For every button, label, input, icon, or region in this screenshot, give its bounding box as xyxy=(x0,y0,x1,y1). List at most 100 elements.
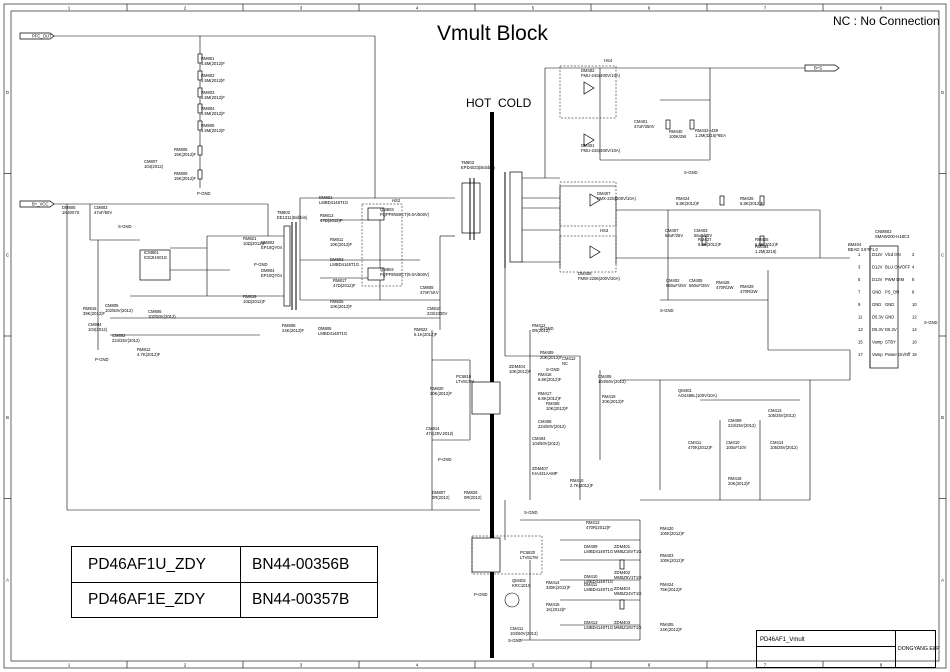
component-value: 20K(2012)F xyxy=(602,399,625,404)
component-value: 330K(2012)F xyxy=(546,585,571,590)
component-value: 47nF/1KV xyxy=(420,290,439,295)
connector-pin-function: PS_ON xyxy=(885,290,899,295)
component-ref: RM808 xyxy=(282,323,296,328)
component-value: 104(2012) xyxy=(144,164,164,169)
table-divider xyxy=(240,547,241,617)
component-value: 2.7K(2012)F xyxy=(570,483,594,488)
transistor-qm402 xyxy=(504,592,520,608)
title-block: PD46AF1_Vmult DONGYANG E&P xyxy=(756,630,940,668)
page-title: Vmult Block xyxy=(437,22,548,45)
component-ref: CM408 xyxy=(538,419,552,424)
company-name: DONGYANG E&P xyxy=(898,646,940,652)
component-value: 6.8K(2012)F xyxy=(676,201,700,206)
border-row-label: D xyxy=(941,90,944,95)
sheet-name: PD46AF1_Vmult xyxy=(760,637,805,643)
connector-pin-number: 16 xyxy=(912,340,917,345)
component-value: 10K(2012)F xyxy=(509,369,532,374)
connector-pin-label: D12V xyxy=(872,277,883,282)
connector-pin-function: Vlcd ON xyxy=(885,252,901,257)
component-ref: DM408 xyxy=(578,271,592,276)
connector-pin-function: PWM DIM xyxy=(885,277,905,282)
component-value: 104/50V(2012) xyxy=(510,631,538,636)
component-ref: RM802 xyxy=(201,73,215,78)
component-value: EP10QY04 xyxy=(261,245,283,250)
component-ref: CM803 xyxy=(94,205,108,210)
component-value: 20K(2012)F xyxy=(728,481,751,486)
title-block-divider xyxy=(895,631,896,667)
connector-pin-function: BLU ON/OFF xyxy=(885,265,911,270)
optocoupler-pc5820 xyxy=(471,537,501,573)
border-ticks xyxy=(4,4,946,668)
component-ref: CM405 xyxy=(689,278,703,283)
connector-pin-number: 1 xyxy=(858,252,861,257)
resistor-glyph xyxy=(701,235,707,246)
component-ref: RM415 xyxy=(546,602,560,607)
diode-dm407 xyxy=(589,193,601,207)
resistor-glyph xyxy=(759,235,765,246)
connector-pin-label: Vamp xyxy=(872,340,883,345)
ground-labels: P-GNDP-GNDP-GNDP-GNDP-GNDS-GNDS-GNDS-GND… xyxy=(95,170,938,643)
connector-pin-label: D12V xyxy=(872,265,883,270)
component-value: FMU-24S(400V/10A) xyxy=(581,148,621,153)
border-column-label: 3 xyxy=(300,6,303,11)
connector-pin-number: 12 xyxy=(912,315,917,320)
component-ref: CM413 xyxy=(768,408,782,413)
component-value: LMBD4148T1G xyxy=(319,200,348,205)
component-ref: RM427 xyxy=(698,237,712,242)
model-name: PD46AF1E_ZDY xyxy=(88,591,206,608)
border-column-label: 2 xyxy=(184,6,187,11)
ground-label: S-GND xyxy=(684,170,698,175)
component-ref: RM819 xyxy=(243,294,257,299)
component-value: EP10QY04 xyxy=(261,273,283,278)
component-ref: CM808 xyxy=(420,285,434,290)
component-ref: RM821 xyxy=(243,236,257,241)
component-ref: DM801 xyxy=(319,195,333,200)
ground-label: P-GND xyxy=(474,592,488,597)
component-ref: RM805 xyxy=(201,123,215,128)
component-value: 100K(2012)F xyxy=(660,531,685,536)
cold-side-label: COLD xyxy=(498,96,532,110)
component-value: LTV817M xyxy=(456,379,474,384)
model-row: PD46AF1E_ZDY BN44-00357B xyxy=(72,582,377,617)
component-value: 5.1K(2012)F xyxy=(414,332,438,337)
border-column-label: 7 xyxy=(764,6,767,11)
border-column-label: 1 xyxy=(68,663,71,668)
component-value: 224/25V(2012) xyxy=(112,338,140,343)
connector-pin-function: STBY xyxy=(885,340,896,345)
component-ref: RM432~439 xyxy=(695,128,719,133)
connector-pin-number: 13 xyxy=(858,327,863,332)
component-ref: CM802 xyxy=(112,333,126,338)
component-ref: PC5820 xyxy=(520,550,536,555)
component-value: 10K(2012)F xyxy=(330,304,353,309)
component-value: 104(2012) xyxy=(88,327,108,332)
component-ref: RM426 xyxy=(740,196,754,201)
component-ref: RM817 xyxy=(333,278,347,283)
component-value: 470K(2012)F xyxy=(688,445,713,450)
border-column-label: 3 xyxy=(300,663,303,668)
component-value: LMBD4148T1G xyxy=(584,625,613,630)
component-value: 0R(2012) xyxy=(464,495,482,500)
component-ref: DM804 xyxy=(261,268,275,273)
net-flag-b-s xyxy=(804,64,840,72)
diode-dm402 xyxy=(583,81,595,95)
component-ref: RM820 xyxy=(430,386,444,391)
component-value: SMAW200-H18C3 xyxy=(875,234,910,239)
component-value: 1.5M(2012)F xyxy=(201,128,225,133)
component-ref: ZDM402 xyxy=(614,570,631,575)
mosfet-qm803 xyxy=(367,207,385,221)
component-value: FMX-22S(200V/10A) xyxy=(597,196,636,201)
component-ref: CM810 xyxy=(427,306,441,311)
component-ref: RM419 xyxy=(602,394,616,399)
component-value: 102/50V(2012) xyxy=(105,308,133,313)
component-ref: RM429 xyxy=(740,284,754,289)
border-column-label: 4 xyxy=(416,663,419,668)
border-column-label: 1 xyxy=(68,6,71,11)
connector-pin-number: 14 xyxy=(912,327,917,332)
hot-side-label: HOT xyxy=(466,96,492,110)
resistor-symbols xyxy=(197,53,765,610)
resistor-glyph xyxy=(619,599,625,610)
component-value: 223/1000V xyxy=(427,311,447,316)
connector-pin-label: D12V xyxy=(872,252,883,257)
